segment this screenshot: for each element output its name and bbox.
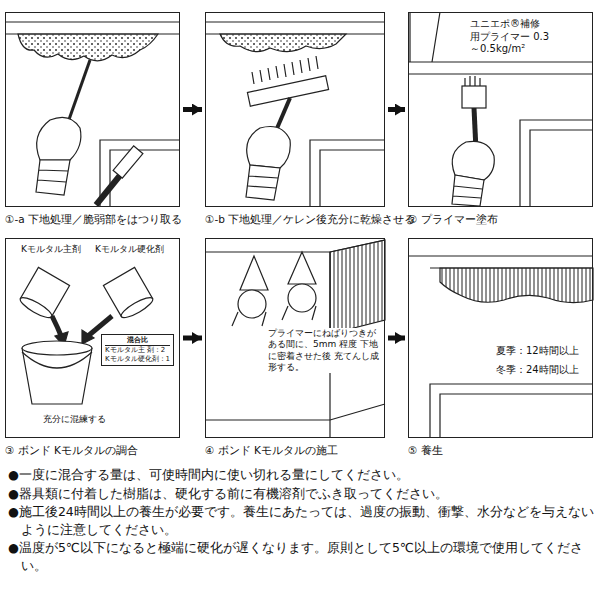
window-frame [430,384,593,438]
step-caption: ③ ボンド Kモルタルの調合 [5,444,190,457]
damaged-mortar [18,34,158,61]
trowel [240,256,268,290]
glove-cuff [246,165,280,200]
can-hardener [103,267,155,321]
can-main [18,267,70,321]
panel-frame [408,238,593,438]
callout-text: 夏季：12時間以上 [494,345,581,358]
callout-text: Kモルタル主剤 [19,244,83,255]
note-text: ●一度に混合する量は、可使時間内に使い切れる量にしてください。 [8,466,594,484]
paint-brush-head [462,86,486,108]
cleaned-surface [220,34,346,52]
eave-line [205,22,385,34]
step-arrow [183,336,202,341]
window-line [205,404,385,420]
mortar-band [440,268,593,303]
eave-line [408,256,593,268]
chisel [66,60,90,128]
eave-line [5,22,180,34]
step-caption: ④ ボンド Kモルタルの施工 [205,444,400,457]
window-frame [520,120,593,207]
callout-text: ユニエポ®補修 用プライマー 0.3～0.5kg/m² [468,18,554,56]
table-cell: Kモルタル硬化剤：1 [105,355,170,364]
glove [452,141,494,180]
pour-arrowhead [82,330,94,344]
mortar-fill [330,240,385,334]
callout-text: プライマーにねばりつきが ある間に、5mm 程度 下地に密着させた後 充てんし成… [266,328,382,373]
trowel [288,252,316,284]
hammer-head [113,146,143,178]
brush-bristles [252,56,318,84]
panel-frame [5,12,180,207]
panel-frame [205,12,385,207]
callout-text: 冬季：24時間以上 [494,364,581,377]
step-arrow [183,107,202,112]
note-text: ●施工後24時間以上の養生が必要です。養生にあたっては、過度の振動、衝撃、水分な… [8,503,594,538]
table-cell: 混合比 [105,336,170,346]
step-caption: ①-a 下地処理／脆弱部をはつり取る [5,213,195,226]
step-panel: ④ ボンド Kモルタルの施工プライマーにねばりつきが ある間に、5mm 程度 下… [205,238,385,462]
step-caption: ⑤ 養生 [408,444,593,457]
step-panel: ③ ボンド Kモルタルの調合Kモルタル主剤Kモルタル硬化剤充分に混練する混合比K… [5,238,180,462]
window-frame [310,140,385,207]
bucket [22,348,92,404]
step-caption: ①-b 下地処理／ケレン後充分に乾燥させる [205,213,405,226]
glove-cuff [232,306,316,326]
callout-text: 充分に混練する [41,414,108,425]
note-text: ●器具類に付着した樹脂は、硬化する前に有機溶剤でふき取ってください。 [8,485,594,503]
glove [247,127,291,169]
ratio-table: 混合比Kモルタル主 剤：2Kモルタル硬化剤：1 [101,334,174,366]
step-panel: ①-a 下地処理／脆弱部をはつり取る [5,12,180,231]
step-panel: ①-b 下地処理／ケレン後充分に乾燥させる [205,12,385,231]
pour-arrow [88,316,112,336]
glove [288,284,316,312]
brush-hair [465,76,480,86]
table-cell: Kモルタル主 剤：2 [105,346,170,355]
eave-edge [410,12,440,62]
step-panel: ⑤ 養生 夏季：12時間以上冬季：24時間以上 [408,238,593,462]
step-caption: ② プライマー塗布 [408,213,593,226]
step-panel: ② プライマー塗布 ユニエポ®補修 用プライマー 0.3～0.5kg/m² [408,12,593,231]
bucket-handle [22,352,92,368]
eave-line [408,62,593,74]
glove-cuff [36,160,70,195]
corner-line [205,240,385,438]
callout-text: Kモルタル硬化剤 [93,244,166,255]
step-arrow [388,107,405,112]
note-text: ●温度が5℃以下になると極端に硬化が遅くなります。原則として5℃以上の環境で使用… [8,539,594,574]
glove [238,290,266,318]
bucket-rim [22,341,92,355]
glove-cuff [452,175,484,206]
glove [37,117,81,160]
step-arrow [388,336,405,341]
window-frame [100,140,180,207]
